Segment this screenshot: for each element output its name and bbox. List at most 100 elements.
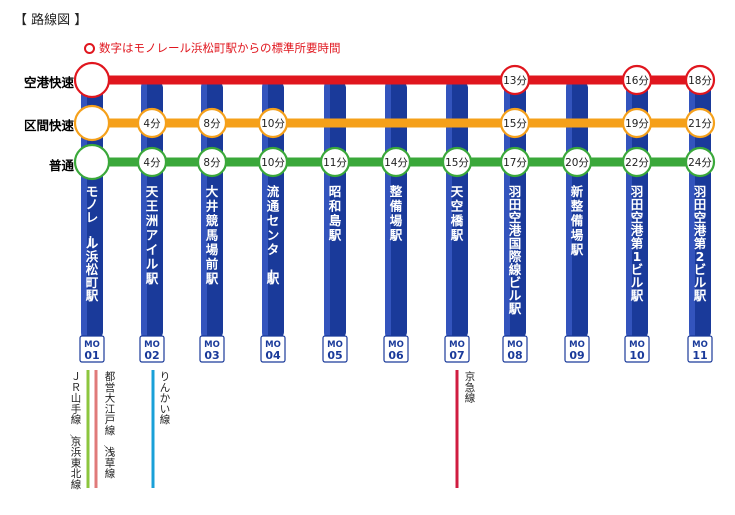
transfer-label-char: 線 bbox=[105, 424, 116, 437]
station-name-char: 港 bbox=[631, 223, 644, 238]
station-bar-shade-01 bbox=[81, 82, 87, 338]
station-bar-shade-03 bbox=[201, 82, 207, 338]
stop-circle-section-rapid-01 bbox=[73, 104, 111, 142]
transfer-label-rinkai: りんかい線 bbox=[160, 371, 171, 426]
station-name-char: 駅 bbox=[205, 271, 219, 286]
station-name-char: 線 bbox=[509, 262, 522, 277]
station-name-char: 空 bbox=[631, 210, 644, 225]
station-name-char: 駅 bbox=[693, 288, 707, 303]
stop-time-local-04: 10分 bbox=[261, 157, 285, 169]
stop-circle-rapid-11 bbox=[684, 64, 716, 96]
station-name-02: 天王洲アイル駅 bbox=[145, 184, 159, 286]
station-name-char: 1 bbox=[633, 249, 642, 264]
transfer-label-char: い bbox=[160, 403, 171, 415]
station-name-char: イ bbox=[146, 242, 159, 257]
stop-time-local-03: 8分 bbox=[203, 157, 221, 169]
service-label-local: 普通 bbox=[48, 158, 74, 173]
station-name-07: 天空橋駅 bbox=[450, 184, 464, 243]
stop-time-local-11: 24分 bbox=[688, 157, 712, 169]
station-code-box-05 bbox=[322, 335, 348, 363]
station-name-char: 2 bbox=[696, 249, 705, 264]
station-name-char: タ bbox=[267, 242, 280, 257]
station-name-char: ビ bbox=[509, 275, 522, 290]
transfer-label-jr: ＪＲ山手線／京浜東北線 bbox=[68, 371, 82, 491]
station-name-char: 港 bbox=[509, 223, 522, 238]
station-name-char: 整 bbox=[571, 199, 584, 214]
transfer-label-char: ／ bbox=[102, 445, 114, 456]
station-code-num-02: 02 bbox=[144, 349, 159, 362]
station-name-char: 空 bbox=[451, 199, 464, 214]
station-name-char: 馬 bbox=[206, 228, 219, 243]
stop-time-rapid-08: 13分 bbox=[503, 75, 527, 87]
station-name-char: 駅 bbox=[145, 271, 159, 286]
station-name-char: 駅 bbox=[450, 228, 464, 243]
station-name-char: 天 bbox=[146, 184, 159, 199]
station-code-num-01: 01 bbox=[84, 349, 99, 362]
station-code-num-09: 09 bbox=[569, 349, 584, 362]
station-name-char: ー bbox=[264, 269, 279, 282]
stop-circle-local-01 bbox=[73, 143, 111, 181]
page-heading: 【 路線図 】 bbox=[14, 13, 88, 28]
stop-time-local-07: 15分 bbox=[445, 157, 469, 169]
station-name-char: 駅 bbox=[266, 271, 280, 286]
station-bar-shade-06 bbox=[385, 82, 391, 338]
station-name-01: モノレール浜松町駅 bbox=[83, 184, 99, 303]
transfer-label-char: り bbox=[160, 371, 171, 383]
station-code-top-04: MO bbox=[265, 340, 281, 350]
station-code-box-08 bbox=[502, 335, 528, 363]
stop-circle-rapid-01 bbox=[73, 61, 111, 99]
stop-time-rapid-10: 16分 bbox=[625, 75, 649, 87]
station-name-char: ル bbox=[146, 257, 159, 272]
station-code-num-06: 06 bbox=[388, 349, 404, 362]
station-name-char: 島 bbox=[329, 213, 342, 228]
stop-time-local-09: 20分 bbox=[565, 157, 589, 169]
stop-time-rapid-11: 18分 bbox=[688, 75, 712, 87]
station-name-char: 羽 bbox=[509, 184, 522, 199]
station-code-box-09 bbox=[564, 335, 590, 363]
station-name-08: 羽田空港国際線ビル駅 bbox=[508, 184, 522, 316]
station-name-char: 田 bbox=[631, 197, 644, 212]
stop-circle-section-rapid-04 bbox=[257, 107, 289, 139]
stop-time-section-rapid-11: 21分 bbox=[688, 118, 712, 130]
station-bar-shade-11 bbox=[689, 82, 695, 338]
stop-circle-rapid-08 bbox=[499, 64, 531, 96]
transfer-label-char: か bbox=[160, 393, 171, 405]
transfer-label-char: 急 bbox=[465, 381, 476, 394]
transfer-label-char: 線 bbox=[160, 413, 171, 426]
station-code-top-01: MO bbox=[84, 340, 100, 350]
transfer-label-char: 線 bbox=[105, 467, 116, 480]
station-bar-shade-05 bbox=[324, 82, 330, 338]
station-name-char: 洲 bbox=[146, 213, 159, 228]
station-name-char: 場 bbox=[390, 213, 403, 228]
station-code-num-11: 11 bbox=[692, 349, 707, 362]
transfer-label-char: ／ bbox=[68, 434, 80, 445]
stop-circle-section-rapid-02 bbox=[136, 107, 168, 139]
station-name-char: モ bbox=[86, 184, 99, 199]
station-bar-shade-02 bbox=[141, 82, 147, 338]
station-code-box-10 bbox=[624, 335, 650, 363]
station-name-06: 整備場駅 bbox=[389, 184, 403, 243]
station-name-char: 駅 bbox=[85, 288, 99, 303]
stop-circle-section-rapid-08 bbox=[499, 107, 531, 139]
station-bar-shade-08 bbox=[504, 82, 510, 338]
station-name-char: 新 bbox=[571, 184, 584, 199]
station-name-char: 流 bbox=[267, 184, 280, 199]
station-code-num-07: 07 bbox=[449, 349, 464, 362]
stop-circle-local-11 bbox=[684, 146, 716, 178]
stop-circle-local-07 bbox=[441, 146, 473, 178]
transfer-label-char: 都 bbox=[105, 371, 116, 383]
station-code-box-11 bbox=[687, 335, 713, 363]
station-name-char: 田 bbox=[509, 197, 522, 212]
station-name-char: 港 bbox=[694, 223, 707, 238]
station-name-char: ノ bbox=[86, 197, 99, 212]
transfer-label-char: 北 bbox=[71, 468, 82, 480]
station-code-box-06 bbox=[383, 335, 409, 363]
station-name-char: 競 bbox=[206, 213, 219, 228]
stop-time-local-08: 17分 bbox=[503, 157, 527, 169]
stop-time-local-02: 4分 bbox=[143, 157, 161, 169]
station-name-05: 昭和島駅 bbox=[328, 184, 342, 243]
station-name-char: 通 bbox=[267, 199, 280, 214]
station-name-char: 王 bbox=[146, 199, 159, 214]
station-name-char: 田 bbox=[694, 197, 707, 212]
